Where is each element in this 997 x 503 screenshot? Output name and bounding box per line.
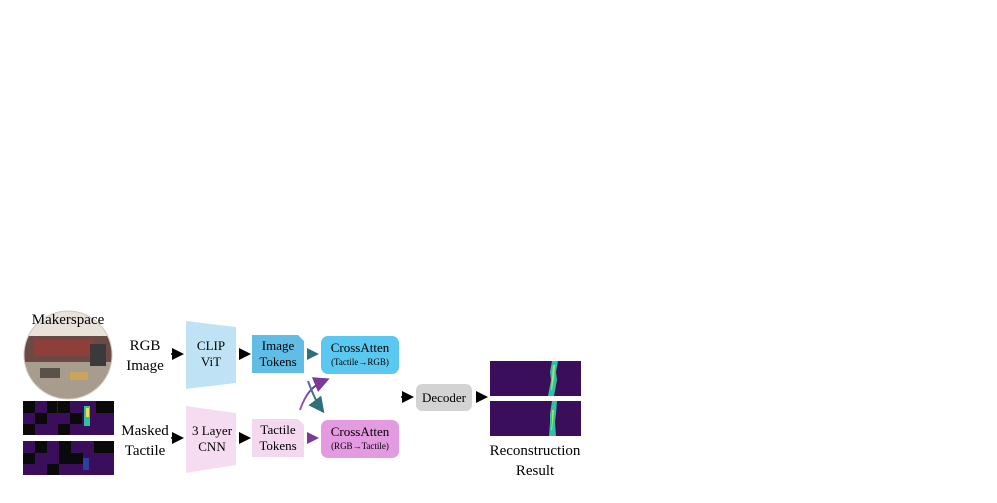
crossatten-top-box xyxy=(321,336,399,374)
masked-tactile-label: Masked Tactile xyxy=(121,423,169,459)
reconstruction-result-label: Reconstruction Result xyxy=(489,443,581,479)
makerspace-label: Makerspace xyxy=(31,312,105,328)
masked-tactile-input-2 xyxy=(23,441,114,475)
crossatten-top-label: CrossAtten (Tactile→RGB) xyxy=(330,340,390,367)
rgb-image-label: RGB Image xyxy=(126,338,164,374)
cnn-label: 3 Layer CNN xyxy=(191,423,233,454)
tactile-tokens-box xyxy=(252,419,304,457)
decoder-box xyxy=(416,384,472,411)
reconstruction-output-2 xyxy=(490,401,581,436)
clip-vit-encoder xyxy=(186,321,236,389)
cross-arrow-image-to-bottom xyxy=(307,380,325,414)
masked-tactile-input-1 xyxy=(23,401,114,435)
decoder-label: Decoder xyxy=(421,390,467,405)
cnn-encoder xyxy=(186,406,236,473)
crossatten-bottom-box xyxy=(321,420,399,458)
crossatten-bottom-label: CrossAtten (RGB→Tactile) xyxy=(330,424,390,451)
reconstruction-output-1 xyxy=(490,361,581,396)
image-tokens-label: Image Tokens xyxy=(259,338,297,369)
tactile-tokens-label: Tactile Tokens xyxy=(259,422,297,453)
clip-vit-label: CLIP ViT xyxy=(196,338,226,369)
image-tokens-box xyxy=(252,335,304,373)
